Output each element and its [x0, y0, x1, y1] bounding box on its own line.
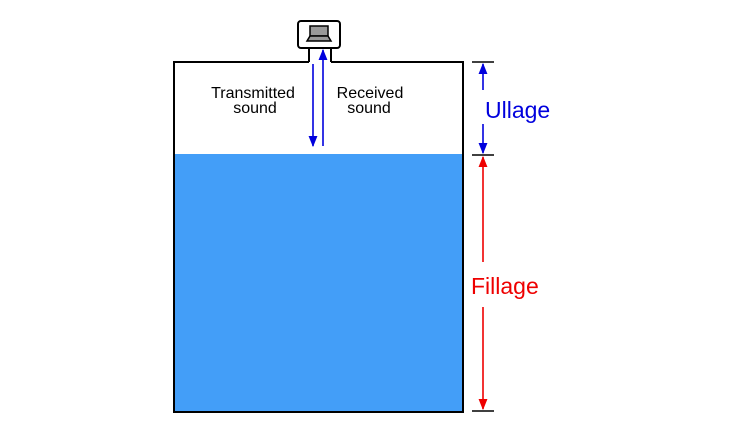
- transmitted-sound-label-line2: sound: [233, 100, 277, 117]
- ultrasonic-transducer-icon: [297, 20, 341, 49]
- fillage-label: Fillage: [471, 273, 539, 299]
- received-sound-label-line2: sound: [347, 100, 391, 117]
- received-sound-label-line1: Received: [337, 85, 404, 102]
- ullage-label: Ullage: [485, 97, 550, 123]
- transmitted-sound-label-line1: Transmitted: [211, 85, 295, 102]
- liquid-fill: [175, 154, 463, 411]
